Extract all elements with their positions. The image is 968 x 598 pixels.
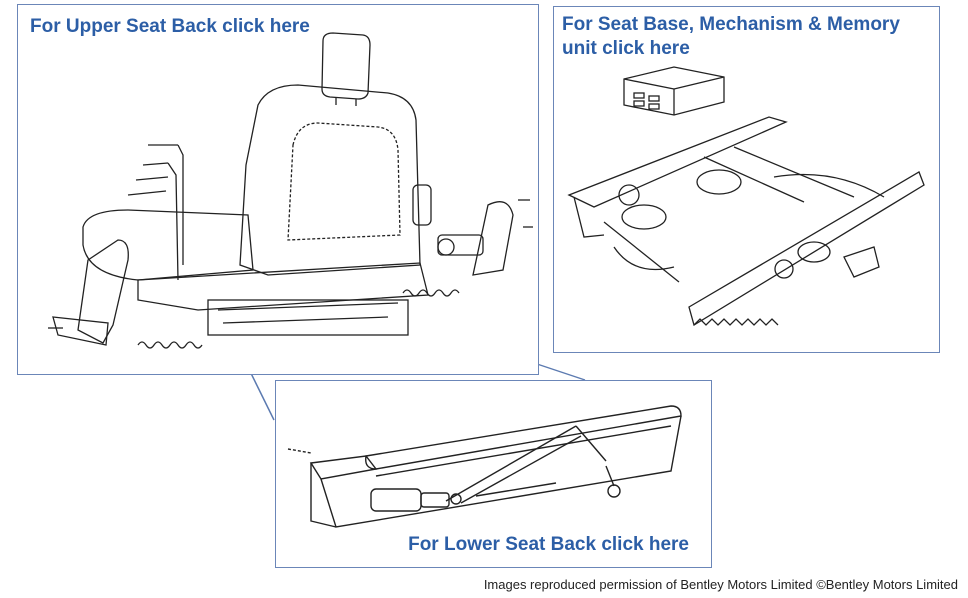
upper-seat-back-panel[interactable]: For Upper Seat Back click here	[17, 4, 539, 375]
seat-base-mechanism-panel[interactable]: For Seat Base, Mechanism & Memory unit c…	[553, 6, 940, 353]
seat-mechanism-drawing-icon	[567, 66, 925, 327]
lower-seat-back-link[interactable]: For Lower Seat Back click here	[408, 534, 689, 555]
seat-back-drawing-icon	[48, 32, 533, 349]
upper-seat-back-link[interactable]: For Upper Seat Back click here	[30, 16, 310, 37]
copyright-credit: Images reproduced permission of Bentley …	[483, 577, 958, 592]
seat-base-mechanism-link[interactable]: For Seat Base, Mechanism & Memory unit c…	[562, 14, 900, 59]
lower-seat-back-panel[interactable]: For Lower Seat Back click here	[275, 380, 712, 568]
lower-seat-drawing-icon	[287, 405, 682, 528]
